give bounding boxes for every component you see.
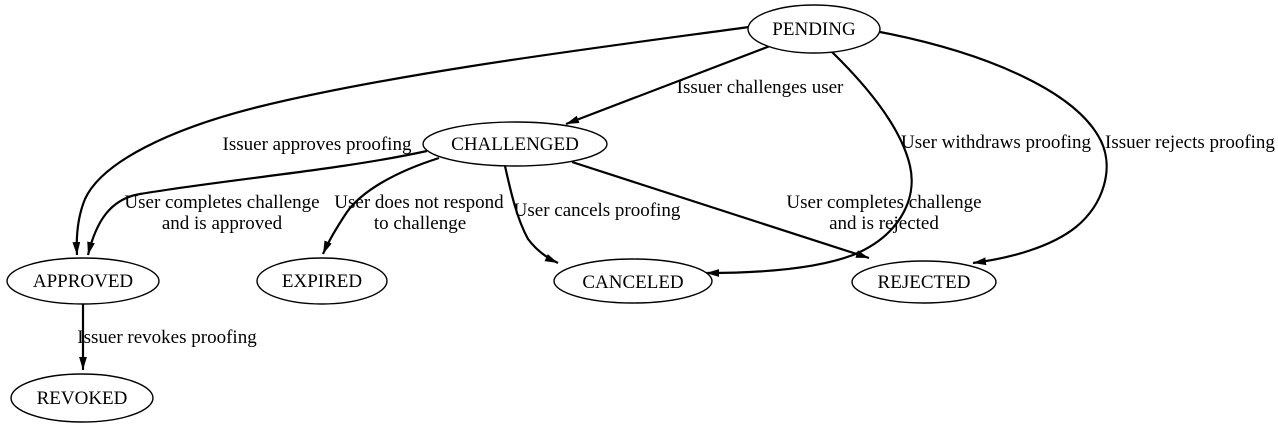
edge-path: [705, 50, 913, 277]
node-shape: [6, 257, 160, 305]
node-shape: [256, 257, 388, 305]
node-label: REJECTED: [878, 272, 971, 293]
edge-path: [503, 165, 559, 265]
edge-pending-rejected: Issuer rejects proofing: [879, 30, 1275, 266]
edge-label: Issuer challenges user: [677, 77, 844, 98]
node-shape: [10, 373, 154, 423]
node-rejected: REJECTED: [851, 260, 997, 304]
edge-path: [72, 25, 750, 256]
edge-pending-approved: Issuer approves proofing: [72, 25, 750, 256]
node-challenged: CHALLENGED: [422, 121, 608, 167]
edge-label: Issuer approves proofing: [223, 134, 412, 155]
node-canceled: CANCELED: [553, 258, 713, 304]
edge-path: [86, 149, 428, 256]
edge-path: [879, 30, 1108, 266]
node-label: PENDING: [772, 19, 856, 40]
edge-label: User does not respond: [334, 192, 504, 213]
edge-path: [565, 44, 771, 126]
node-label: APPROVED: [33, 271, 133, 292]
node-label: CHALLENGED: [451, 134, 579, 155]
edge-pending-canceled: User withdraws proofing: [705, 50, 1091, 277]
edge-challenged-canceled: User cancels proofing: [503, 165, 681, 265]
node-expired: EXPIRED: [256, 257, 388, 305]
edge-label: Issuer revokes proofing: [77, 327, 257, 348]
node-pending: PENDING: [747, 4, 881, 54]
node-shape: [422, 121, 608, 167]
edge-label: and is rejected: [829, 213, 939, 234]
edge-label: to challenge: [374, 213, 466, 234]
edge-challenged-rejected: User completes challenge and is rejected: [571, 160, 982, 260]
edge-approved-revoked: Issuer revokes proofing: [77, 304, 257, 370]
node-shape: [747, 4, 881, 54]
node-label: CANCELED: [582, 272, 683, 293]
edge-label: Issuer rejects proofing: [1105, 132, 1275, 153]
edge-pending-challenged: Issuer challenges user: [565, 44, 844, 126]
edge-path: [571, 160, 870, 260]
edge-label: User cancels proofing: [514, 200, 681, 221]
node-shape: [553, 258, 713, 304]
edge-label: User withdraws proofing: [901, 132, 1091, 153]
edge-challenged-expired: User does not respond to challenge: [321, 156, 504, 255]
node-label: REVOKED: [37, 388, 128, 409]
edge-challenged-approved: User completes challenge and is approved: [86, 149, 428, 256]
node-shape: [851, 260, 997, 304]
node-label: EXPIRED: [282, 271, 362, 292]
edge-label: User completes challenge: [124, 192, 319, 213]
edge-label: User completes challenge: [786, 192, 981, 213]
node-revoked: REVOKED: [10, 373, 154, 423]
edge-label: and is approved: [162, 213, 283, 234]
node-approved: APPROVED: [6, 257, 160, 305]
edge-path: [321, 156, 440, 255]
